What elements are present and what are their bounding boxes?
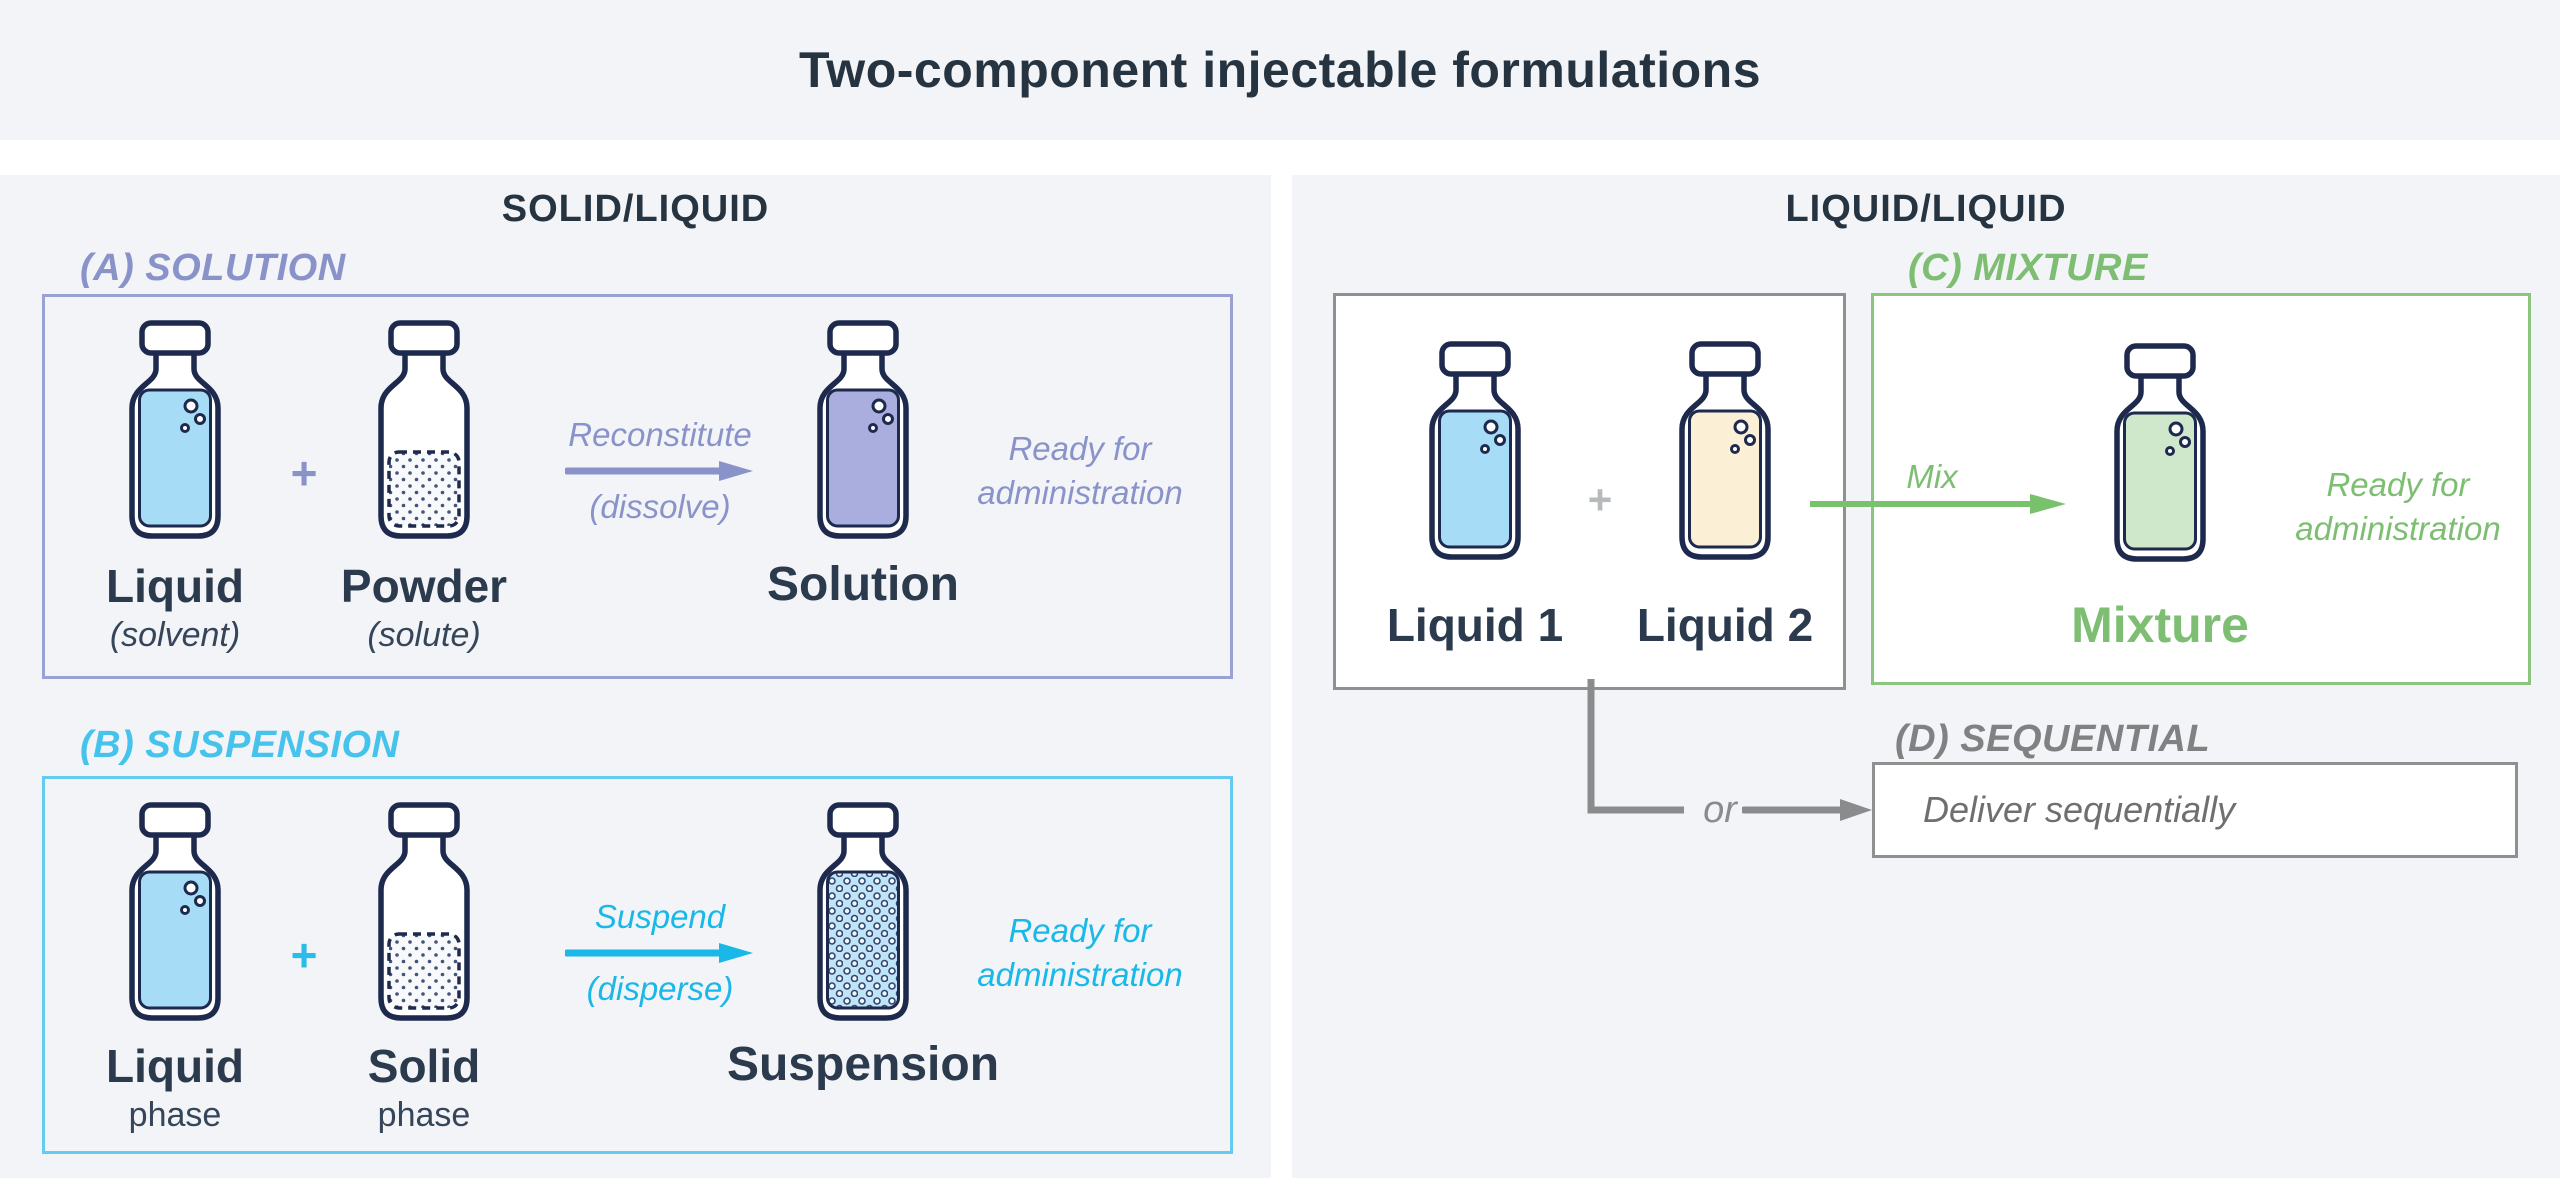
component-sub: phase: [377, 1096, 471, 1134]
vial-suspension-icon: [813, 802, 913, 1022]
plus-icon: +: [1587, 476, 1613, 523]
sequential-text: Deliver sequentially: [1923, 789, 2236, 830]
vial-mixture-icon: [2110, 343, 2210, 563]
vial-liquid1-icon: [1425, 341, 1525, 561]
process-action-label: Reconstitute: [568, 416, 752, 453]
panel-header-liquid-liquid: LIQUID/LIQUID: [1785, 188, 2067, 230]
suspension-box: + Suspend (disperse) Ready for administr…: [42, 776, 1233, 1154]
vial-powder-icon: [374, 320, 474, 540]
header-bar: Two-component injectable formulations: [0, 0, 2560, 140]
ready-note: Ready for administration: [2295, 466, 2501, 547]
section-label-suspension: (B) SUSPENSION: [80, 724, 400, 766]
process-method-label: (dissolve): [589, 488, 731, 525]
component-sub: (solute): [367, 616, 481, 654]
component-name: Solid: [367, 1040, 481, 1092]
section-label-solution: (A) SOLUTION: [80, 247, 346, 289]
or-label: or: [1703, 789, 1737, 831]
component-sub: phase: [128, 1096, 222, 1134]
arrow-right-icon: [1742, 799, 1872, 821]
vial-liquid-icon: [125, 320, 225, 540]
process-reconstitute: Reconstitute (dissolve): [555, 415, 765, 527]
ready-note: Ready for administration: [977, 430, 1183, 511]
component-name: Liquid: [106, 1040, 244, 1092]
result-name: Mixture: [2071, 597, 2249, 653]
elbow-connector-icon: [1587, 679, 1684, 814]
page-title: Two-component injectable formulations: [798, 42, 1762, 98]
arrow-right-icon: [1810, 494, 2066, 514]
panel-header-solid-liquid: SOLID/LIQUID: [501, 188, 770, 230]
component-name: Liquid: [106, 560, 244, 612]
solution-box: + Reconstitute (dissolve) Ready for admi…: [42, 294, 1233, 679]
process-suspend: Suspend (disperse): [555, 897, 765, 1009]
panel-solid-liquid: SOLID/LIQUID (A) SOLUTION + Reconstitute…: [0, 175, 1271, 1178]
section-label-sequential: (D) SEQUENTIAL: [1895, 718, 2211, 760]
plus-icon: +: [290, 447, 318, 499]
process-mix-label: Mix: [1906, 458, 1958, 495]
component-sub: (solvent): [109, 616, 241, 654]
arrow-right-icon: [565, 461, 753, 481]
result-name: Suspension: [726, 1038, 1000, 1091]
ready-note: Ready for administration: [977, 912, 1183, 993]
arrow-right-icon: [565, 943, 753, 963]
component-name: Liquid 1: [1386, 599, 1564, 651]
sequential-box: Deliver sequentially: [1872, 762, 2518, 858]
process-method-label: (disperse): [586, 970, 734, 1007]
vial-solution-icon: [813, 320, 913, 540]
section-label-mixture: (C) MIXTURE: [1908, 247, 2148, 289]
process-action-label: Suspend: [594, 898, 726, 935]
liquid-inputs-box: + Liquid 1 Liquid 2: [1333, 293, 1846, 690]
vial-liquid-icon: [125, 802, 225, 1022]
component-name: Powder: [340, 560, 508, 612]
vial-liquid2-icon: [1675, 341, 1775, 561]
vial-solid-icon: [374, 802, 474, 1022]
result-name: Solution: [767, 558, 959, 611]
plus-icon: +: [290, 929, 318, 981]
panel-liquid-liquid: LIQUID/LIQUID (C) MIXTURE + Liquid 1 Liq…: [1292, 175, 2560, 1178]
component-name: Liquid 2: [1636, 599, 1814, 651]
mixture-box: Mixture Ready for administration: [1871, 293, 2531, 685]
